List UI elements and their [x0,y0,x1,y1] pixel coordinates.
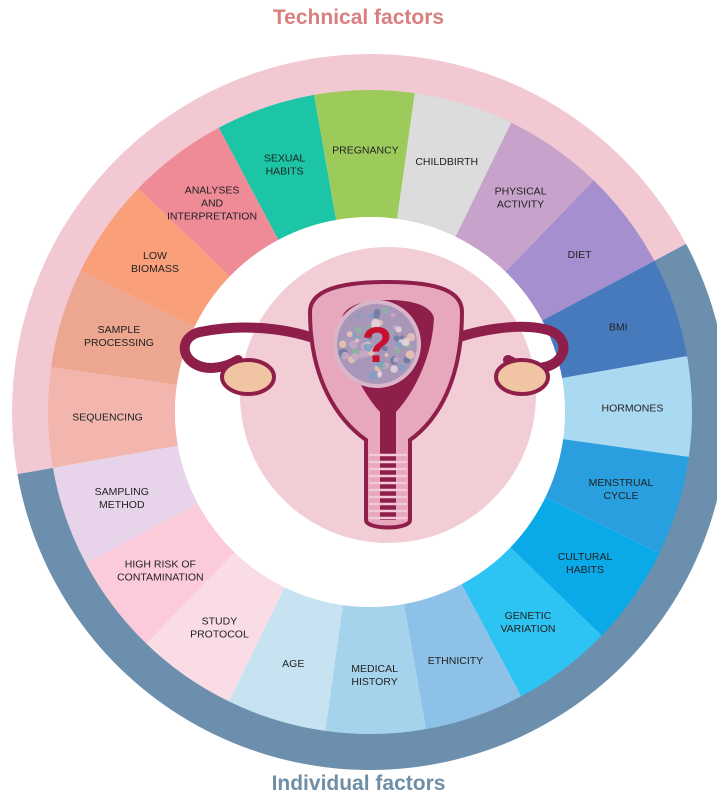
microbe-dot [406,350,415,359]
segment-label-sequencing: SEQUENCING [72,412,143,424]
microbe-dot [395,341,402,348]
microbe-dot [393,357,399,363]
right-ovary [496,360,548,394]
question-mark-icon: ? [362,317,393,373]
segment-label-childbirth: CHILDBIRTH [415,156,478,168]
microbe-dot [341,352,349,360]
segment-label-pregnancy: PREGNANCY [332,145,399,157]
microbe-dot [339,341,346,348]
microbe-dot [395,348,401,354]
microbe-dot [396,326,402,332]
microbe-dot [351,353,359,361]
microbe-dot [394,335,400,341]
microbe-dot [404,340,409,345]
segment-label-age: AGE [282,658,304,670]
segment-label-hormones: HORMONES [602,402,664,414]
microbe-dot [374,309,381,316]
segment-label-bmi: BMI [609,322,628,334]
microbe-dot [382,307,389,314]
microbe-dot [400,335,404,339]
left-ovary [222,360,274,394]
microbe-dot [355,338,359,342]
microbe-dot [405,358,410,363]
segment-label-diet: DIET [568,249,593,261]
microbe-dot [398,364,405,371]
segment-label-ethnicity: ETHNICITY [428,655,483,667]
microbe-dot [377,373,382,378]
microbe-dot [347,331,353,337]
